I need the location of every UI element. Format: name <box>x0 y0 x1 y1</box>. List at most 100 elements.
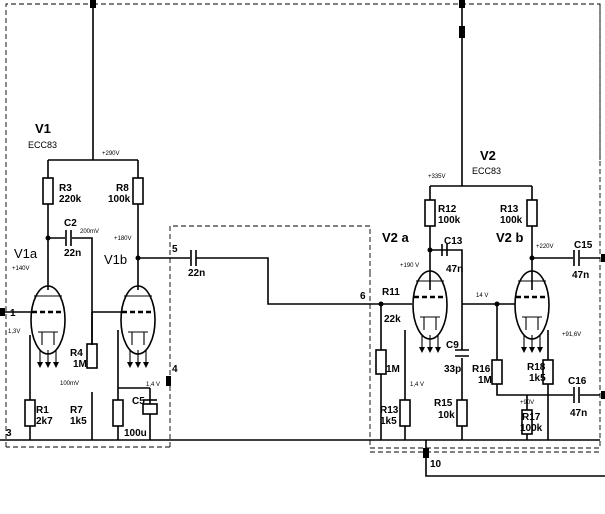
grid-leak-value: 1M <box>386 364 400 375</box>
r13-lower-value: 1k5 <box>380 416 397 427</box>
junction <box>135 255 141 261</box>
c15-plates <box>573 250 580 266</box>
v1-name: V1 <box>35 121 51 136</box>
c9-plates <box>455 349 469 357</box>
v13-label: 1,3V <box>8 329 20 335</box>
v1-stage-boundary <box>5 3 601 449</box>
v1b-cathode-wire <box>117 330 151 440</box>
c13-wire <box>430 249 463 340</box>
r12-resistor <box>424 199 436 227</box>
v190-label: +190 V <box>400 263 419 269</box>
coupling-wire <box>196 257 370 305</box>
c2-plates <box>65 230 72 246</box>
v100mv-label: 100mV <box>60 381 79 387</box>
c2-wire <box>48 237 93 345</box>
c16-ref: C16 <box>568 376 587 387</box>
output-terminal-2 <box>601 391 605 399</box>
r17-value: 100k <box>520 423 543 434</box>
c5-value: 100u <box>124 428 147 439</box>
r16-value: 1M <box>478 375 492 386</box>
node-6-label: 6 <box>360 291 366 302</box>
v220-label: +220V <box>536 244 554 250</box>
r17-resistor <box>521 409 533 435</box>
r16-ref: R16 <box>472 364 491 375</box>
v1b-grid-feed <box>91 311 121 345</box>
v2a-label: V2 a <box>382 230 410 245</box>
r13-upper-resistor <box>526 199 538 227</box>
r3-resistor <box>42 177 54 205</box>
junction <box>529 255 535 261</box>
v1b-label: V1b <box>104 252 127 267</box>
r4-ref: R4 <box>70 348 83 359</box>
v200mv-label: 200mV <box>80 229 99 235</box>
r17-ref: R17 <box>522 412 541 423</box>
r8-resistor <box>132 177 144 205</box>
r18-value: 1k5 <box>529 373 546 384</box>
v1-type: ECC83 <box>28 140 57 150</box>
v2b-tube <box>514 270 550 353</box>
r7-ref: R7 <box>70 405 83 416</box>
r3-ref: R3 <box>59 183 72 194</box>
node-3-label: 3 <box>6 428 12 439</box>
r13-upper-ref: R13 <box>500 204 519 215</box>
r8-ref: R8 <box>116 183 129 194</box>
c13-value: 47n <box>446 264 463 275</box>
v180-label: +180V <box>114 236 132 242</box>
r16-resistor <box>491 359 503 385</box>
v140-label: +140V <box>12 266 30 272</box>
c13-ref: C13 <box>444 236 463 247</box>
r18-ref: R18 <box>527 362 546 373</box>
v2-supply-rail <box>429 0 533 200</box>
r8-value: 100k <box>108 194 131 205</box>
v2b-label: V2 b <box>496 230 524 245</box>
node-10-label: 10 <box>430 459 442 470</box>
supply-terminal-2 <box>459 0 465 8</box>
r13-lower-ref: R13 <box>380 405 399 416</box>
node-1-label: 1 <box>10 308 16 319</box>
v916-label: +91,6V <box>562 332 581 338</box>
r18-resistor <box>542 359 554 385</box>
r7-value: 1k5 <box>70 416 87 427</box>
r15-resistor <box>456 399 468 427</box>
coupling-cap-value: 22n <box>188 268 205 279</box>
r1-resistor <box>24 399 36 427</box>
v1a-tube <box>30 285 66 368</box>
r1-ref: R1 <box>36 405 49 416</box>
v1b-tube <box>120 285 156 368</box>
input-terminal <box>0 308 5 316</box>
junction <box>427 247 433 253</box>
r15-value: 10k <box>438 410 455 421</box>
junction <box>45 235 51 241</box>
v14b-label: 14 V <box>476 293 488 299</box>
v2-type: ECC83 <box>472 166 501 176</box>
c13-plates <box>441 244 448 256</box>
c5-ref: C5 <box>132 396 145 407</box>
c15-value: 47n <box>572 270 589 281</box>
c16-value: 47n <box>570 408 587 419</box>
r12-ref: R12 <box>438 204 457 215</box>
r11-value: 22k <box>384 314 401 325</box>
output-terminal-1 <box>601 254 605 262</box>
c9-ref: C9 <box>446 340 459 351</box>
r4-resistor <box>86 343 98 369</box>
v2-name: V2 <box>480 148 496 163</box>
r16-wire <box>496 304 520 396</box>
c16-plates <box>573 387 580 403</box>
v14-label: 1,4 V <box>146 382 160 388</box>
v90-label: +90V <box>520 400 534 406</box>
r13-resistor <box>399 399 411 427</box>
supply-terminal-1 <box>90 0 96 8</box>
supply-capacitor-mark <box>459 26 465 38</box>
c2-ref: C2 <box>64 218 77 229</box>
r-1m-resistor <box>375 349 387 375</box>
c15-ref: C15 <box>574 240 593 251</box>
node-10-terminal <box>423 448 429 458</box>
v1a-label: V1a <box>14 246 38 261</box>
node-4-label: 4 <box>172 364 178 375</box>
ground-link-10 <box>425 440 605 477</box>
node-5-label: 5 <box>172 244 178 255</box>
v290-label: +290V <box>102 151 120 157</box>
r3-value: 220k <box>59 194 82 205</box>
c2-value: 22n <box>64 248 81 259</box>
